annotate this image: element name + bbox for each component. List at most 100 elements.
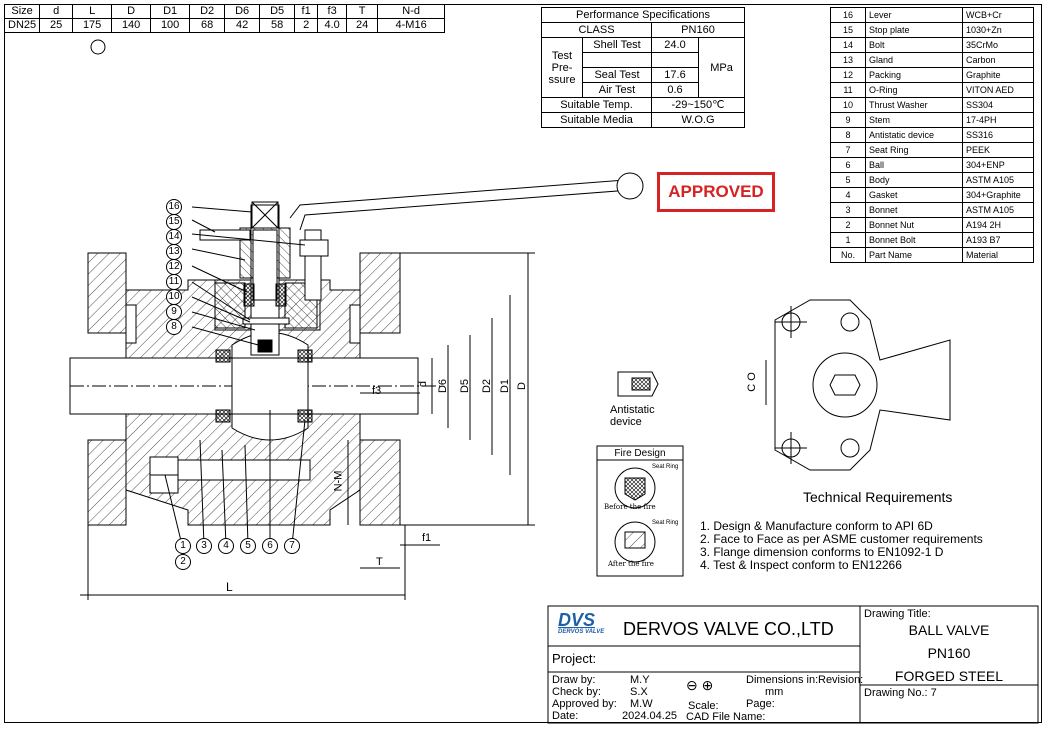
right-flange-top (359, 252, 401, 334)
leader (199, 439, 205, 546)
approved-stamp: APPROVED (657, 172, 775, 212)
top-view-hex (829, 374, 861, 396)
bolt-slot (125, 304, 137, 344)
antistatic-body (617, 371, 659, 397)
parts-header-row: No. Part Name Material (830, 247, 1034, 263)
label-f3: f3 (372, 385, 382, 397)
packing (275, 283, 287, 307)
callout-12: 12 (166, 259, 182, 275)
gland-bolt-head (299, 239, 329, 257)
logo: DVS DERVOS VALVE (558, 611, 604, 635)
leader (291, 419, 306, 546)
label-N-M: N-M (332, 470, 345, 492)
antistatic-spring (631, 377, 651, 391)
left-flange-top (87, 252, 127, 334)
label-f1: f1 (422, 532, 432, 544)
parts-header-material: Material (962, 247, 1034, 263)
packing (243, 283, 255, 307)
dim-value: 100 (150, 18, 191, 33)
test-pressure-label: Test Pre- ssure (541, 37, 583, 98)
dimensions-unit: mm (765, 686, 784, 698)
dim-value: 25 (39, 18, 74, 33)
top-view-stem-circle (812, 352, 878, 418)
title-block-frame (547, 605, 1039, 724)
company-name: DERVOS VALVE CO.,LTD (623, 619, 834, 639)
air-test-value: 0.6 (651, 82, 699, 98)
fire-before-circle (614, 467, 656, 509)
drawing-title-label: Drawing Title: (864, 608, 931, 620)
seat-ring (215, 409, 231, 423)
lever-handle-ball (616, 172, 644, 200)
callout-6: 6 (262, 538, 278, 554)
drawing-material: FORGED STEEL (894, 668, 1004, 684)
callout-3: 3 (196, 538, 212, 554)
media-label: Suitable Media (541, 112, 652, 128)
callout-2: 2 (175, 554, 191, 570)
pressure-unit: MPa (698, 37, 745, 98)
drawing-no-text: Drawing No.: (864, 687, 928, 699)
top-view-bolt-hole (840, 438, 860, 458)
revision-label: Revision: (818, 674, 864, 686)
fire-seat-ring-label-2: Seat Ring (652, 520, 679, 526)
drawing-no-label: Drawing No.: 7 (864, 687, 937, 699)
shell-test-label: Shell Test (582, 37, 652, 53)
dim-value: 4-M16 (377, 18, 446, 33)
reference-circle (90, 39, 106, 55)
bonnet-block (214, 282, 246, 329)
fire-after-circle (614, 521, 656, 563)
drawing-pressure: PN160 (927, 645, 971, 661)
projection-symbol-icon: ⊖ ⊕ (686, 677, 714, 693)
label-d: d (417, 380, 430, 388)
approved-by-label: Approved by: (552, 698, 617, 710)
class-value: PN160 (651, 22, 745, 38)
leader (191, 233, 306, 246)
leader (191, 326, 263, 347)
date-value: 2024.04.25 (622, 710, 678, 722)
check-by-value: S.X (630, 686, 648, 698)
logo-mark: DVS (558, 610, 596, 630)
date-label: Date: (552, 710, 579, 722)
draw-by-label: Draw by: (552, 674, 596, 686)
cad-label: CAD File Name: (686, 711, 766, 723)
dim-value: DN25 (3, 18, 41, 33)
fire-seat-ring (624, 477, 646, 501)
leader (191, 296, 251, 323)
tech-req-item: 3. Flange dimension conforms to EN1092-1… (700, 545, 944, 559)
leader (191, 219, 216, 233)
tech-req-item: 4. Test & Inspect conform to EN12266 (700, 558, 902, 572)
fire-design-box (596, 445, 684, 577)
callout-1: 1 (175, 538, 191, 554)
stem-head-diag (251, 201, 279, 229)
dimensions-label: Dimensions in: (746, 674, 819, 686)
dimension-table: Size d L D D1 D2 D6 D5 f1 f3 T N-d DN25 … (3, 4, 446, 33)
leader (191, 265, 248, 293)
fire-seat-ring (624, 531, 646, 549)
callout-13: 13 (166, 244, 182, 260)
leader (191, 206, 253, 213)
antistatic-spring (257, 339, 273, 353)
tech-req-item: 2. Face to Face as per ASME customer req… (700, 532, 983, 546)
callout-15: 15 (166, 214, 182, 230)
check-by-label: Check by: (552, 686, 601, 698)
callout-9: 9 (166, 304, 182, 320)
dim-value: 42 (224, 18, 261, 33)
callout-10: 10 (166, 289, 182, 305)
dim-value: 175 (72, 18, 113, 33)
leader (244, 444, 249, 546)
seat-ring (215, 349, 231, 363)
callout-14: 14 (166, 229, 182, 245)
label-D2: D2 (481, 378, 494, 394)
approved-by-value: M.W (630, 698, 653, 710)
scale-label: Scale: (688, 700, 719, 712)
lever (289, 179, 631, 231)
drawing-sheet (4, 4, 1042, 723)
leader (221, 449, 227, 546)
logo-sub: DERVOS VALVE (558, 629, 605, 635)
fire-design-title: Fire Design (614, 448, 666, 459)
leader (191, 311, 256, 331)
perf-title: Performance Specifications (541, 7, 745, 23)
